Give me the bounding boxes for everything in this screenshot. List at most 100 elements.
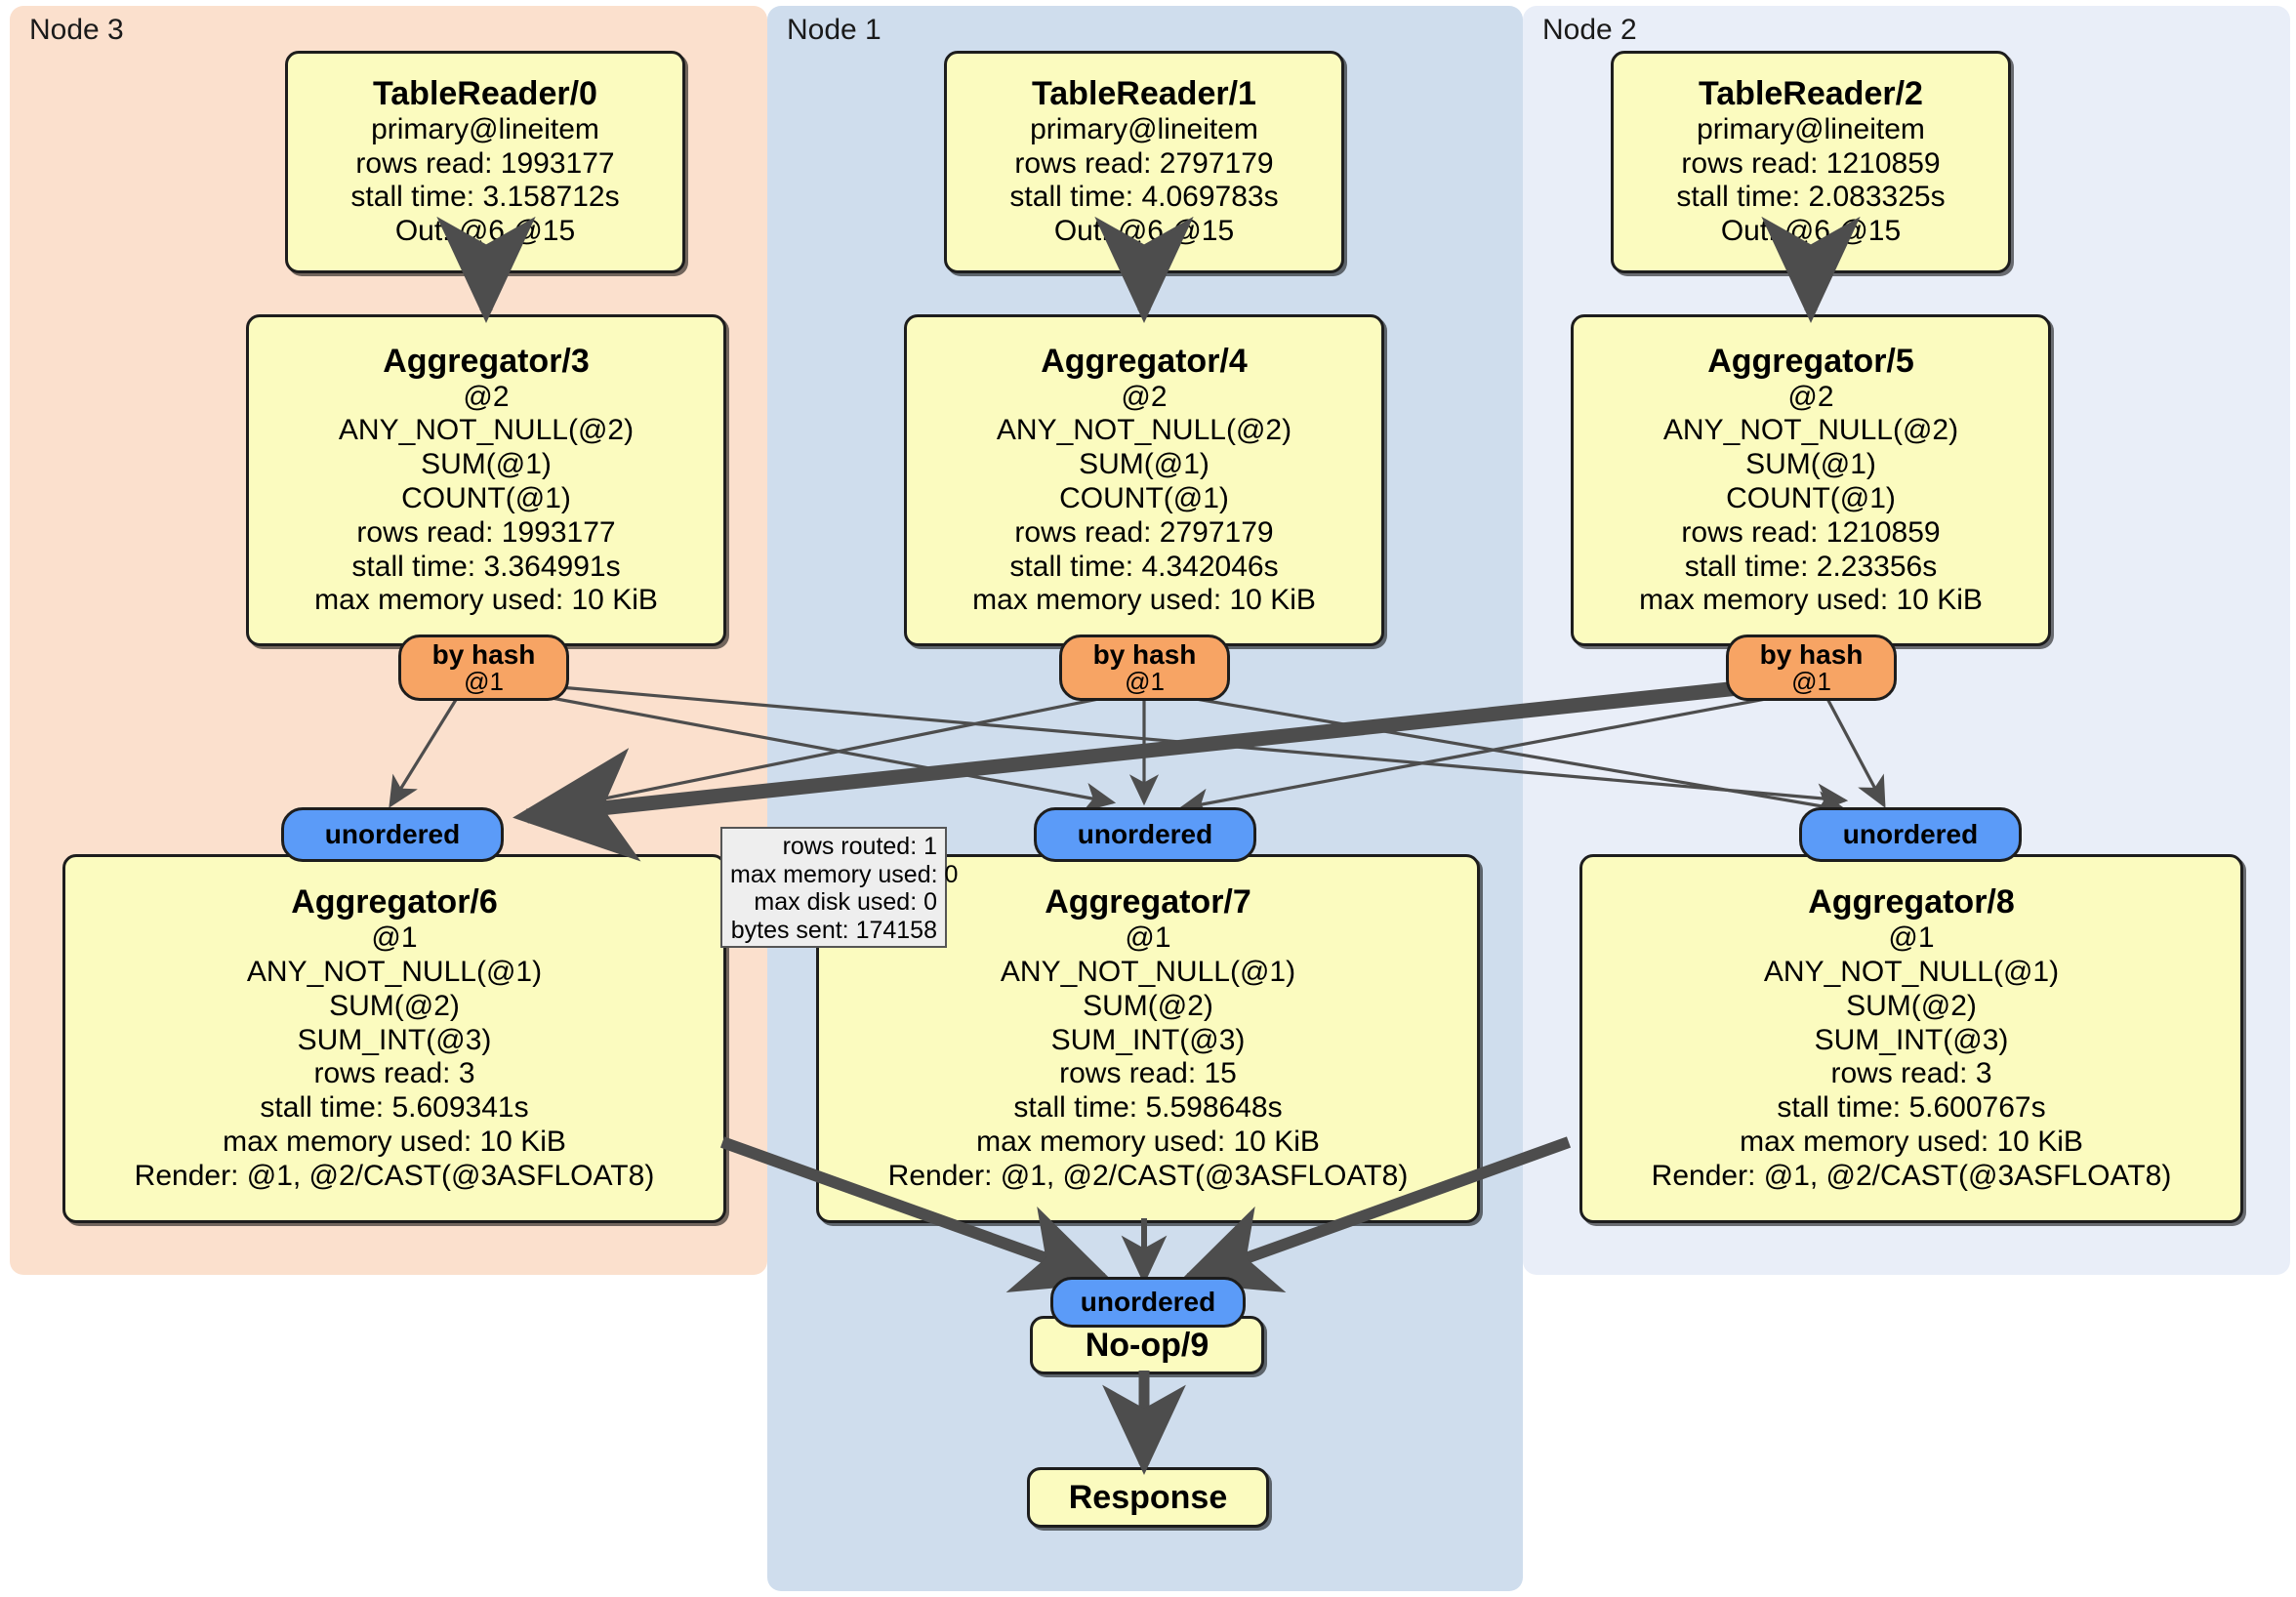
stream-unordered-6[interactable]: unordered bbox=[281, 807, 504, 862]
tooltip-line: rows routed: 1 bbox=[782, 833, 937, 860]
operator-line: stall time: 4.342046s bbox=[1009, 550, 1279, 583]
operator-title: Aggregator/3 bbox=[383, 342, 590, 380]
operator-line: @1 bbox=[1888, 921, 1935, 955]
operator-aggregator-4[interactable]: Aggregator/4 @2 ANY_NOT_NULL(@2) SUM(@1)… bbox=[904, 314, 1384, 646]
operator-line: COUNT(@1) bbox=[1059, 481, 1229, 514]
operator-line: Render: @1, @2/CAST(@3ASFLOAT8) bbox=[134, 1159, 655, 1192]
operator-line: SUM(@2) bbox=[329, 989, 460, 1022]
operator-line: ANY_NOT_NULL(@1) bbox=[246, 955, 543, 988]
router-label: by hash bbox=[431, 638, 536, 670]
router-column: @1 bbox=[1791, 667, 1831, 697]
operator-line: ANY_NOT_NULL(@1) bbox=[1763, 955, 2060, 988]
operator-line: @2 bbox=[463, 380, 510, 413]
operator-line: primary@lineitem bbox=[371, 112, 599, 145]
stream-label: unordered bbox=[1080, 1287, 1216, 1317]
operator-line: ANY_NOT_NULL(@1) bbox=[1000, 955, 1296, 988]
operator-line: SUM(@1) bbox=[1745, 448, 1876, 481]
operator-line: max memory used: 10 KiB bbox=[972, 584, 1316, 617]
operator-line: max memory used: 10 KiB bbox=[976, 1125, 1320, 1158]
operator-line: stall time: 5.600767s bbox=[1777, 1091, 2046, 1125]
operator-title: TableReader/2 bbox=[1699, 75, 1923, 113]
operator-line: stall time: 3.158712s bbox=[350, 181, 620, 214]
router-stats-tooltip: rows routed: 1 max memory used: 0 max di… bbox=[720, 827, 959, 948]
stream-label: unordered bbox=[324, 819, 461, 849]
operator-line: SUM_INT(@3) bbox=[297, 1023, 492, 1056]
operator-line: rows read: 1993177 bbox=[355, 146, 615, 180]
operator-title: Response bbox=[1068, 1478, 1228, 1516]
operator-line: stall time: 4.069783s bbox=[1009, 181, 1279, 214]
operator-line: ANY_NOT_NULL(@2) bbox=[338, 414, 635, 447]
operator-line: @2 bbox=[1121, 380, 1168, 413]
operator-response[interactable]: Response bbox=[1027, 1467, 1269, 1528]
operator-line: Out: @6,@15 bbox=[1053, 215, 1235, 248]
tooltip-line: max disk used: 0 bbox=[754, 888, 937, 916]
operator-table-reader-1[interactable]: TableReader/1 primary@lineitem rows read… bbox=[944, 51, 1344, 273]
operator-line: max memory used: 10 KiB bbox=[223, 1125, 566, 1158]
stream-unordered-9[interactable]: unordered bbox=[1050, 1277, 1246, 1328]
router-column: @1 bbox=[1125, 667, 1165, 697]
operator-aggregator-6[interactable]: Aggregator/6 @1 ANY_NOT_NULL(@1) SUM(@2)… bbox=[62, 854, 726, 1223]
operator-line: Render: @1, @2/CAST(@3ASFLOAT8) bbox=[1651, 1159, 2172, 1192]
operator-line: rows read: 1210859 bbox=[1681, 515, 1941, 549]
operator-line: stall time: 3.364991s bbox=[351, 550, 621, 583]
router-column: @1 bbox=[464, 667, 504, 697]
stream-unordered-8[interactable]: unordered bbox=[1799, 807, 2022, 862]
operator-line: SUM(@1) bbox=[1079, 448, 1210, 481]
operator-line: primary@lineitem bbox=[1697, 112, 1925, 145]
operator-line: rows read: 2797179 bbox=[1014, 146, 1274, 180]
operator-table-reader-2[interactable]: TableReader/2 primary@lineitem rows read… bbox=[1611, 51, 2011, 273]
operator-aggregator-3[interactable]: Aggregator/3 @2 ANY_NOT_NULL(@2) SUM(@1)… bbox=[246, 314, 726, 646]
panel-label-node-1: Node 1 bbox=[787, 14, 882, 46]
operator-line: rows read: 15 bbox=[1059, 1057, 1237, 1090]
stream-label: unordered bbox=[1842, 819, 1979, 849]
operator-line: max memory used: 10 KiB bbox=[1740, 1125, 2083, 1158]
router-by-hash-5[interactable]: by hash @1 bbox=[1726, 635, 1897, 701]
operator-line: stall time: 2.23356s bbox=[1684, 550, 1938, 583]
operator-line: ANY_NOT_NULL(@2) bbox=[1662, 414, 1959, 447]
panel-label-node-2: Node 2 bbox=[1542, 14, 1637, 46]
operator-line: SUM(@2) bbox=[1083, 989, 1213, 1022]
operator-line: Render: @1, @2/CAST(@3ASFLOAT8) bbox=[887, 1159, 1409, 1192]
operator-aggregator-5[interactable]: Aggregator/5 @2 ANY_NOT_NULL(@2) SUM(@1)… bbox=[1571, 314, 2051, 646]
operator-title: TableReader/1 bbox=[1032, 75, 1256, 113]
operator-line: SUM(@1) bbox=[421, 448, 552, 481]
operator-line: ANY_NOT_NULL(@2) bbox=[996, 414, 1292, 447]
operator-title: Aggregator/4 bbox=[1041, 342, 1248, 380]
operator-title: Aggregator/6 bbox=[291, 883, 498, 921]
operator-title: Aggregator/8 bbox=[1808, 883, 2015, 921]
operator-line: stall time: 5.609341s bbox=[260, 1091, 529, 1125]
operator-aggregator-8[interactable]: Aggregator/8 @1 ANY_NOT_NULL(@1) SUM(@2)… bbox=[1579, 854, 2243, 1223]
operator-line: @2 bbox=[1787, 380, 1834, 413]
operator-line: COUNT(@1) bbox=[1726, 481, 1896, 514]
operator-line: Out: @6,@15 bbox=[1720, 215, 1902, 248]
operator-line: Out: @6,@15 bbox=[394, 215, 576, 248]
router-by-hash-4[interactable]: by hash @1 bbox=[1059, 635, 1230, 701]
router-by-hash-3[interactable]: by hash @1 bbox=[398, 635, 569, 701]
operator-title: Aggregator/7 bbox=[1045, 883, 1251, 921]
operator-line: SUM_INT(@3) bbox=[1050, 1023, 1246, 1056]
operator-line: SUM_INT(@3) bbox=[1814, 1023, 2009, 1056]
operator-line: @1 bbox=[1125, 921, 1171, 955]
operator-line: @1 bbox=[371, 921, 418, 955]
stream-label: unordered bbox=[1077, 819, 1213, 849]
stream-unordered-7[interactable]: unordered bbox=[1034, 807, 1256, 862]
operator-line: max memory used: 10 KiB bbox=[1639, 584, 1983, 617]
operator-line: max memory used: 10 KiB bbox=[314, 584, 658, 617]
operator-line: COUNT(@1) bbox=[401, 481, 571, 514]
operator-line: rows read: 2797179 bbox=[1014, 515, 1274, 549]
operator-title: TableReader/0 bbox=[373, 75, 597, 113]
operator-title: No-op/9 bbox=[1085, 1326, 1210, 1364]
operator-title: Aggregator/5 bbox=[1707, 342, 1914, 380]
tooltip-line: max memory used: 0 bbox=[730, 860, 959, 888]
operator-line: stall time: 2.083325s bbox=[1676, 181, 1946, 214]
operator-line: primary@lineitem bbox=[1030, 112, 1258, 145]
operator-line: SUM(@2) bbox=[1846, 989, 1977, 1022]
router-label: by hash bbox=[1759, 638, 1864, 670]
operator-table-reader-0[interactable]: TableReader/0 primary@lineitem rows read… bbox=[285, 51, 685, 273]
operator-line: rows read: 1993177 bbox=[356, 515, 616, 549]
operator-line: rows read: 3 bbox=[313, 1057, 475, 1090]
tooltip-line: bytes sent: 174158 bbox=[730, 916, 937, 944]
operator-line: stall time: 5.598648s bbox=[1013, 1091, 1283, 1125]
panel-label-node-3: Node 3 bbox=[29, 14, 124, 46]
